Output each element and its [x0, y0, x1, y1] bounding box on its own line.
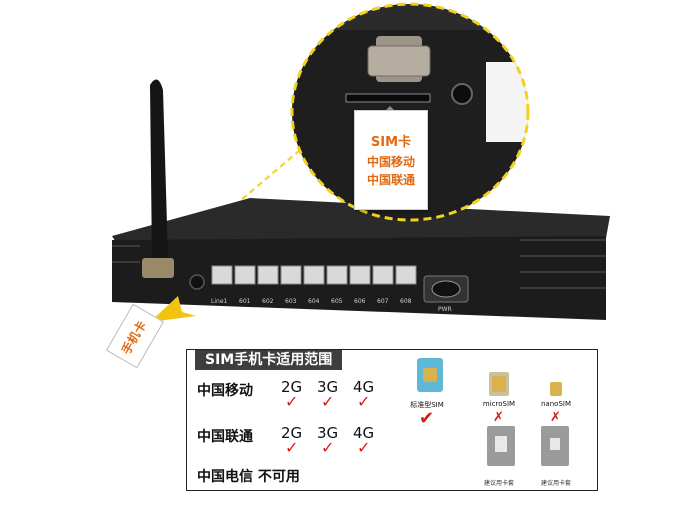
port-label-601: 601: [239, 298, 251, 305]
mobile-2g: 2G: [281, 378, 303, 396]
adapter-caption-nano: 建议用卡套: [540, 480, 571, 487]
hand-card-label: 手机卡: [118, 318, 150, 357]
adapter-caption-micro: 建议用卡套: [483, 480, 514, 487]
sim-callout-card: SIM卡 中国移动 中国联通: [354, 110, 428, 210]
unicom-2g: 2G: [281, 424, 303, 442]
mobile-3g: 3G: [317, 378, 339, 396]
check-icon: ✓: [321, 438, 335, 457]
micro-sim-label: microSIM: [482, 400, 516, 408]
x-icon: ✗: [550, 410, 561, 425]
check-icon: ✓: [357, 392, 371, 411]
unicom-4g: 4G: [353, 424, 375, 442]
operator-mobile: 中国移动: [197, 383, 253, 399]
sim-compatibility-panel: SIM手机卡适用范围 中国移动 2G 3G 4G ✓ ✓ ✓ 中国联通 2G 3…: [186, 349, 598, 491]
check-icon: ✓: [357, 438, 371, 457]
port-label-607: 607: [377, 298, 389, 305]
unicom-3g: 3G: [317, 424, 339, 442]
telecom-note: 中国电信 不可用: [197, 469, 300, 485]
mobile-4g: 4G: [353, 378, 375, 396]
panel-title: SIM手机卡适用范围: [195, 350, 343, 370]
callout-sim-label: SIM卡: [370, 135, 412, 150]
check-icon: ✓: [285, 392, 299, 411]
port-label-602: 602: [262, 298, 274, 305]
callout-unicom-label: 中国联通: [366, 173, 415, 187]
port-label-line1: Line1: [211, 298, 228, 305]
sim-types-graphic: [417, 358, 569, 466]
port-label-606: 606: [354, 298, 366, 305]
port-label-608: 608: [400, 298, 412, 305]
check-icon: ✓: [285, 438, 299, 457]
standard-sim-label: 标准型SIM: [410, 401, 444, 409]
check-icon: ✔: [419, 408, 435, 429]
callout-mobile-label: 中国移动: [366, 155, 415, 169]
power-label: PWR: [438, 306, 452, 313]
check-icon: ✓: [321, 392, 335, 411]
port-label-605: 605: [331, 298, 343, 305]
port-label-603: 603: [285, 298, 297, 305]
x-icon: ✗: [493, 410, 504, 425]
port-label-604: 604: [308, 298, 320, 305]
operator-unicom: 中国联通: [197, 429, 253, 445]
nano-sim-label: nanoSIM: [541, 400, 571, 408]
